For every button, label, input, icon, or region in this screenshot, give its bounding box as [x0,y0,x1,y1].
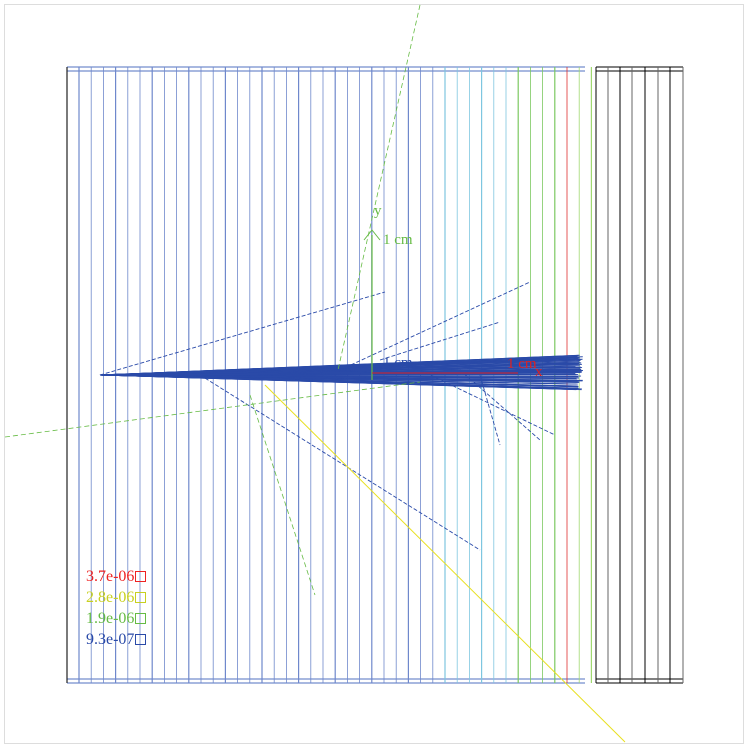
legend-swatch [135,592,147,603]
electron-track [142,357,577,374]
legend-item: 9.3e-07 [86,629,147,650]
legend-item: 3.7e-06 [86,566,147,587]
gamma-track [249,394,316,596]
electron-track [170,364,578,374]
electron-track [260,378,579,389]
secondary-track [339,281,531,371]
legend-swatch [135,571,147,582]
secondary-track [99,291,386,376]
z-scale-label: 1 cm [383,355,413,371]
legend-swatch [135,613,147,624]
axes: y 1 cm 1 cm x 1 cm [363,203,543,380]
gamma-track [264,384,626,743]
secondary-track [199,374,481,551]
electron-track [289,378,579,387]
outer-block [595,66,684,684]
secondary-track [379,321,501,361]
viewer-frame [4,4,744,744]
particle-tracks [4,4,626,743]
x-axis-label: x [535,364,543,380]
electron-track [207,355,578,372]
legend-label: 9.3e-07 [86,631,135,648]
electron-track [278,369,580,374]
energy-legend: 3.7e-06 2.8e-06 1.9e-06 9.3e-07 [86,566,147,650]
electron-track [99,374,218,377]
gamma-track [337,4,421,371]
electron-track [99,369,285,376]
legend-label: 2.8e-06 [86,589,135,606]
legend-swatch [135,634,147,645]
legend-item: 1.9e-06 [86,608,147,629]
secondary-track [419,369,556,436]
electron-track [217,375,583,381]
legend-item: 2.8e-06 [86,587,147,608]
y-axis-arrow-icon [363,229,381,241]
electron-track [177,362,576,374]
x-scale-label: 1 cm [507,356,537,372]
y-axis-label: y [374,203,382,219]
legend-label: 1.9e-06 [86,610,135,627]
secondary-track [479,374,501,446]
electron-track [245,359,582,371]
gamma-track [4,381,421,438]
electron-track [146,366,581,375]
y-scale-label: 1 cm [383,232,413,248]
electron-track [282,377,580,384]
legend-label: 3.7e-06 [86,568,135,585]
electron-track [284,360,580,370]
